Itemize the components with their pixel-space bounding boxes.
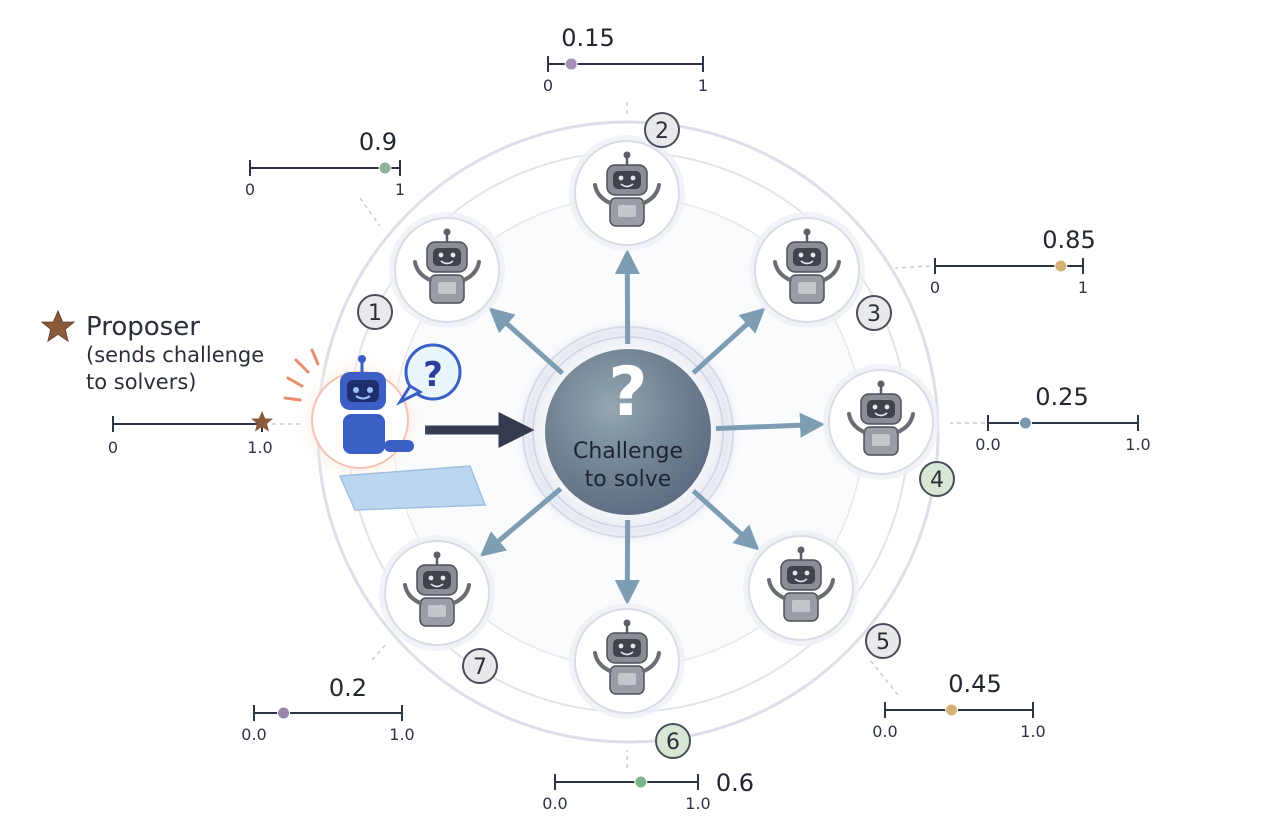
solver-node-7: 7 [379, 535, 498, 684]
solver-number: 3 [867, 302, 881, 327]
robot-icon [767, 546, 835, 622]
robot-icon [413, 228, 481, 304]
challenge-line2: to solve [585, 467, 672, 492]
solver-number: 2 [655, 119, 669, 144]
proposer-subtitle-1: (sends challenge [86, 343, 265, 367]
solver-number: 4 [930, 468, 944, 493]
robot-icon [847, 380, 915, 456]
glow-burst-icon [283, 348, 320, 402]
solver-node-5: 5 [743, 530, 901, 659]
scale-max-label: 1 [1078, 278, 1088, 297]
proposer-robot-icon [340, 355, 414, 454]
robot-icon [593, 151, 661, 227]
score-connector [894, 265, 931, 269]
score-connector [359, 197, 381, 227]
solver-node-4: 4 [823, 364, 955, 497]
scale-max-label: 1 [698, 76, 708, 95]
score-value-label: 0.6 [716, 769, 754, 797]
score-value-label: 0.25 [1035, 383, 1088, 411]
challenge-node: ? Challenge to solve [545, 349, 711, 515]
scale-min-label: 0.0 [872, 722, 897, 741]
score-connector [371, 641, 389, 661]
robot-icon [773, 228, 841, 304]
solver-nodes: 1 2 3 4 5 6 7 [357, 112, 955, 759]
solver-number: 5 [876, 630, 890, 655]
scale-min-label: 0 [543, 76, 553, 95]
robot-icon [403, 551, 471, 627]
solver-badge-1: 1 [357, 294, 393, 330]
solver-node-1: 1 [357, 212, 505, 330]
solver-score-scale-4: 0.0 1.0 0.25 [975, 383, 1150, 454]
proposer-title: Proposer [86, 312, 200, 342]
solver-badge-2: 2 [644, 112, 680, 148]
solver-number: 7 [473, 655, 487, 680]
proposer-score-star [251, 411, 273, 432]
scale-min-label: 0.0 [241, 725, 266, 744]
arrow-to-solver-1 [488, 307, 565, 376]
solver-score-scale-7: 0.0 1.0 0.2 [241, 674, 414, 744]
scale-max-label: 1.0 [389, 725, 414, 744]
score-marker [1054, 259, 1068, 273]
arrow-to-solver-4 [715, 412, 826, 438]
proposer-scale-min: 0 [108, 438, 118, 457]
solver-badge-7: 7 [462, 648, 498, 684]
solver-number: 6 [666, 730, 680, 755]
scale-min-label: 0.0 [542, 794, 567, 813]
scale-max-label: 1.0 [685, 794, 710, 813]
speech-bubble: ? [395, 343, 462, 406]
solver-badge-5: 5 [865, 623, 901, 659]
proposer-subtitle-2: to solvers) [86, 370, 197, 394]
score-marker [634, 775, 648, 789]
score-connector [869, 659, 899, 696]
question-icon: ? [608, 353, 647, 432]
solver-node-3: 3 [749, 212, 892, 331]
solver-badge-6: 6 [655, 723, 691, 759]
solver-number: 1 [368, 301, 382, 326]
scale-min-label: 0 [245, 180, 255, 199]
challenge-arrows [479, 248, 826, 606]
arrow-to-solver-5 [691, 489, 760, 551]
score-marker [945, 703, 959, 717]
robot-icon [593, 619, 661, 695]
solver-node-6: 6 [569, 603, 691, 759]
scale-min-label: 0 [930, 278, 940, 297]
score-value-label: 0.2 [329, 674, 367, 702]
score-value-label: 0.45 [948, 670, 1001, 698]
score-marker [564, 57, 578, 71]
scale-max-label: 1.0 [1020, 722, 1045, 741]
scale-min-label: 0.0 [975, 435, 1000, 454]
speech-question-icon: ? [423, 355, 443, 395]
score-value-label: 0.15 [561, 24, 614, 52]
solver-score-scale-6: 0.0 1.0 0.6 [542, 769, 754, 813]
score-marker [1019, 416, 1032, 430]
star-icon [40, 309, 76, 343]
arrow-to-solver-3 [691, 307, 766, 375]
keyboard-icon [338, 465, 487, 511]
scale-max-label: 1.0 [1125, 435, 1150, 454]
proposer-node: ? [283, 343, 487, 511]
challenge-line1: Challenge [573, 439, 683, 464]
solver-badge-3: 3 [856, 295, 892, 331]
solver-badge-4: 4 [919, 461, 955, 497]
solver-node-2: 2 [569, 112, 685, 251]
arrow-to-solver-7 [479, 486, 563, 557]
solver-score-scale-5: 0.0 1.0 0.45 [872, 670, 1045, 741]
score-marker [378, 161, 392, 175]
score-marker [277, 706, 291, 720]
score-value-label: 0.9 [359, 128, 397, 156]
proposer-score-scale: 0 1.0 [108, 411, 300, 457]
proposer-scale-max: 1.0 [247, 438, 272, 457]
proposer-label: Proposer (sends challenge to solvers) [86, 312, 264, 396]
scale-max-label: 1 [395, 180, 405, 199]
score-value-label: 0.85 [1042, 226, 1095, 254]
